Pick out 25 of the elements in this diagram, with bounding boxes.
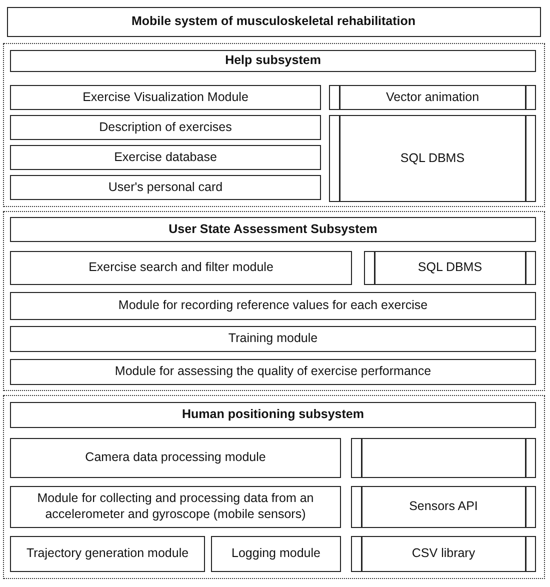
title-box: Mobile system of musculoskeletal rehabilitation [6,6,540,36]
module-box: Description of exercises [10,115,321,140]
library-box: SQL DBMS [329,115,536,202]
module-box: User's personal card [10,175,321,200]
library-box: Vector animation [329,85,536,110]
subsystem-group [2,210,544,390]
module-box: Logging module [211,536,341,572]
module-box: Training module [10,326,536,352]
header-box: User State Assessment Subsystem [10,217,536,242]
library-box: SQL DBMS [364,251,536,285]
library-box: Sensors API [351,486,536,528]
module-box: Trajectory generation module [10,536,205,572]
module-box: Exercise search and filter module [10,251,352,285]
module-box: Exercise database [10,145,321,170]
module-box: Module for recording reference values for each exercise [10,292,536,320]
header-box: Help subsystem [10,50,536,72]
subsystem-group [2,394,544,578]
module-box: Exercise Visualization Module [10,85,321,110]
header-box: Human positioning subsystem [10,402,536,428]
module-box: Module for collecting and processing data from an accelerometer and gyroscope (mobile sensors) [10,486,341,528]
library-box: CSV library [351,536,536,572]
subsystem-group [2,42,544,206]
module-box: Camera data processing module [10,438,341,478]
library-box [351,438,536,478]
module-box: Module for assessing the quality of exercise performance [10,359,536,385]
